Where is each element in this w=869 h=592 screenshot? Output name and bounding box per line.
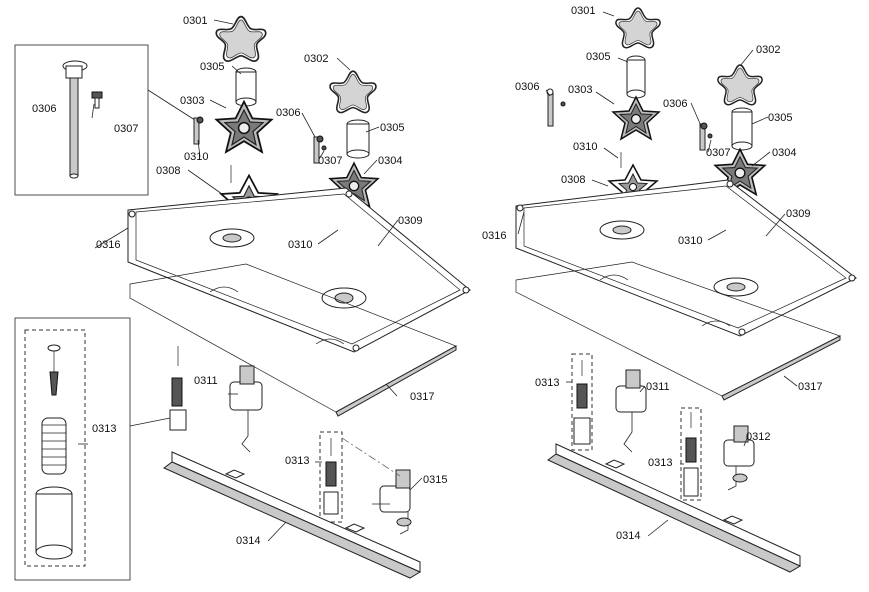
label-0302-r: 0302 bbox=[756, 44, 780, 56]
right-leader-lines bbox=[517, 11, 798, 537]
label-0305b: 0305 bbox=[380, 122, 404, 134]
thermocouple-pin-left bbox=[193, 116, 204, 145]
thermocouple-pin-r1 bbox=[546, 88, 566, 127]
thermocouple-rod-detail bbox=[62, 60, 88, 179]
label-0307-inset: 0307 bbox=[114, 123, 138, 135]
label-0306b-r: 0306 bbox=[663, 98, 687, 110]
cylinder-0305-r1 bbox=[626, 55, 646, 99]
label-0310-r: 0310 bbox=[573, 141, 597, 153]
burner-crown-0303 bbox=[215, 100, 273, 154]
label-0314-r: 0314 bbox=[616, 530, 640, 542]
label-0306-r: 0306 bbox=[515, 81, 539, 93]
label-0307b: 0307 bbox=[318, 155, 342, 167]
label-0308: 0308 bbox=[156, 165, 180, 177]
label-0317-r: 0317 bbox=[798, 381, 822, 393]
hob-plate-0316 bbox=[127, 187, 471, 353]
label-0306-inset: 0306 bbox=[32, 103, 56, 115]
screw-detail bbox=[91, 91, 103, 109]
gasket-0317-r bbox=[515, 261, 841, 401]
label-0307-r: 0307 bbox=[706, 147, 730, 159]
pan-support-0302 bbox=[328, 70, 378, 114]
label-0310b-r: 0310 bbox=[678, 235, 702, 247]
label-0313-inset: 0313 bbox=[92, 423, 116, 435]
injector-small bbox=[323, 438, 339, 515]
injector-r2 bbox=[683, 412, 699, 497]
cylinder-0305-left bbox=[235, 67, 257, 107]
label-0305b-r: 0305 bbox=[768, 112, 792, 124]
mounting-rail-0314-r bbox=[547, 443, 802, 573]
detail-inset-0313 bbox=[14, 317, 131, 581]
pan-support-0301 bbox=[215, 15, 267, 63]
label-0311: 0311 bbox=[194, 375, 218, 387]
label-0313b-r: 0313 bbox=[648, 457, 672, 469]
pan-support-0301-r bbox=[614, 6, 662, 49]
label-0312-r: 0312 bbox=[746, 431, 770, 443]
hob-plate-0316-r bbox=[515, 179, 857, 337]
label-0313-r: 0313 bbox=[535, 377, 559, 389]
cylinder-0305-r2 bbox=[731, 107, 753, 151]
cylinder-0305-right bbox=[346, 119, 370, 159]
injector-detail bbox=[35, 344, 73, 560]
left-assembly: 0301 0305 0303 0302 0306 0305 0307 0304 … bbox=[14, 15, 471, 581]
label-0316: 0316 bbox=[96, 239, 120, 251]
label-0306: 0306 bbox=[276, 107, 300, 119]
label-0305: 0305 bbox=[200, 61, 224, 73]
label-0311-r: 0311 bbox=[646, 381, 670, 393]
burner-crown-0303-r bbox=[611, 95, 661, 141]
label-0304: 0304 bbox=[378, 155, 402, 167]
pan-support-0302-r bbox=[716, 63, 764, 106]
label-0303: 0303 bbox=[180, 95, 204, 107]
label-0310b: 0310 bbox=[288, 239, 312, 251]
label-0309-r: 0309 bbox=[786, 208, 810, 220]
left-leader-lines bbox=[78, 19, 423, 542]
label-0303-r: 0303 bbox=[568, 84, 592, 96]
label-0310: 0310 bbox=[184, 151, 208, 163]
gas-valve-0311-r bbox=[615, 369, 647, 453]
label-0305-r: 0305 bbox=[586, 51, 610, 63]
label-0315: 0315 bbox=[423, 474, 447, 486]
label-0304-r: 0304 bbox=[772, 147, 796, 159]
right-assembly: 0301 0305 0303 0302 0306 0306 0305 0307 … bbox=[482, 5, 857, 573]
label-0314: 0314 bbox=[236, 535, 260, 547]
detail-inset-0306 bbox=[14, 44, 149, 196]
label-0316-r: 0316 bbox=[482, 230, 506, 242]
gas-valve-0311 bbox=[169, 346, 263, 453]
thermocouple-pin-r2 bbox=[699, 122, 713, 151]
label-0302: 0302 bbox=[304, 53, 328, 65]
label-0301: 0301 bbox=[183, 15, 207, 27]
label-0313: 0313 bbox=[285, 455, 309, 467]
gas-valve-0312-r bbox=[723, 425, 755, 491]
injector-group-0313-r1 bbox=[571, 353, 593, 451]
thermocouple-pin-right bbox=[313, 135, 327, 164]
gasket-0317 bbox=[129, 263, 457, 417]
label-0308-r: 0308 bbox=[561, 174, 585, 186]
label-0317: 0317 bbox=[410, 391, 434, 403]
label-0301-r: 0301 bbox=[571, 5, 595, 17]
injector-group-0313-r2 bbox=[680, 407, 702, 501]
label-0309: 0309 bbox=[398, 215, 422, 227]
injector-r1 bbox=[573, 360, 591, 445]
gas-valve-0315 bbox=[372, 469, 412, 535]
mounting-rail-0314 bbox=[163, 451, 422, 579]
